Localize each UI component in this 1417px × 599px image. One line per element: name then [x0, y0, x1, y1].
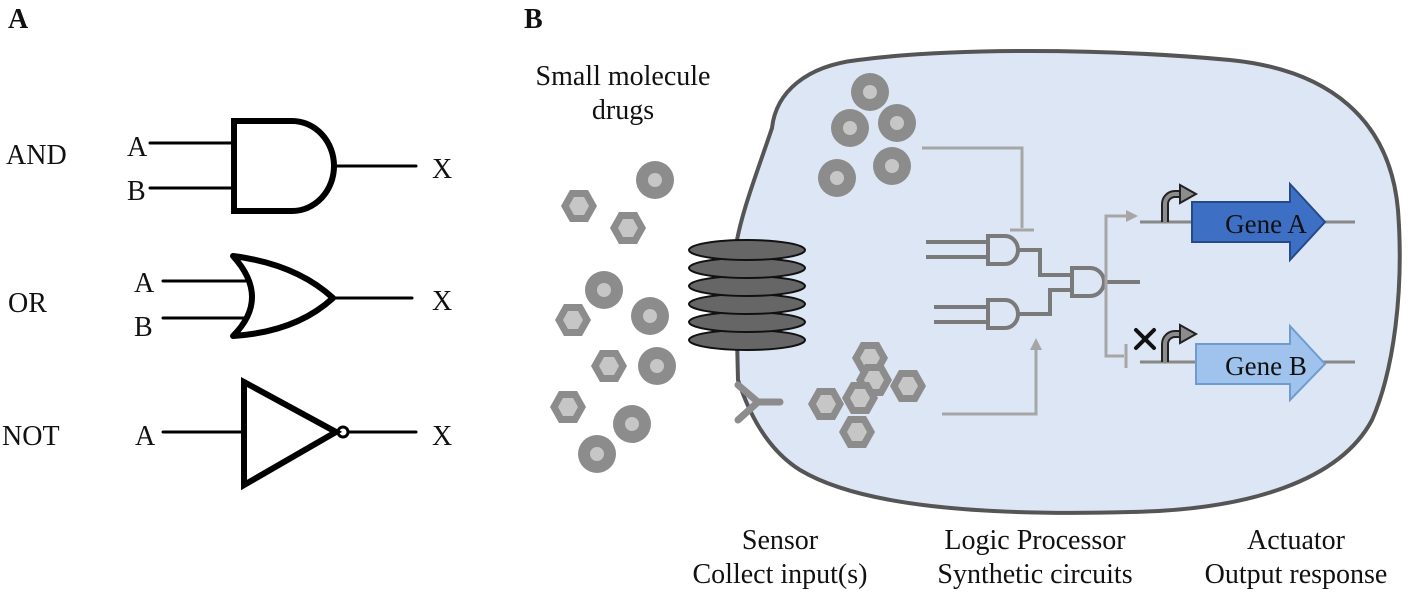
gene-b-construct	[1134, 323, 1355, 403]
and-output-x: X	[432, 154, 453, 185]
or-input-a: A	[134, 268, 155, 299]
membrane-channel	[688, 239, 806, 351]
logic-processor-caption-title: Logic Processor	[944, 525, 1126, 556]
panel-b-label: B	[524, 4, 543, 35]
actuator-caption-subtitle: Output response	[1204, 559, 1388, 590]
output-branches	[1104, 210, 1138, 368]
small-molecule-label-line1: Small molecule	[535, 61, 711, 92]
gene-b-arrow	[1195, 323, 1327, 403]
logic-processor-caption-subtitle: Synthetic circuits	[937, 559, 1133, 590]
gene-b-label: Gene B	[1225, 351, 1307, 381]
and-input-a: A	[127, 132, 148, 163]
logic-circuit	[926, 234, 1140, 330]
not-input-a: A	[135, 421, 156, 452]
repression-x-icon	[1134, 328, 1156, 350]
actuator-caption-title: Actuator	[1247, 525, 1345, 556]
not-output-x: X	[432, 421, 453, 452]
sensor-caption: Sensor Collect input(s)	[660, 524, 900, 592]
actuator-caption: Actuator Output response	[1178, 524, 1414, 592]
not-gate-symbol	[161, 376, 418, 491]
or-gate-symbol	[161, 253, 414, 339]
external-molecules	[550, 161, 676, 473]
logic-processor-caption: Logic Processor Synthetic circuits	[905, 524, 1165, 592]
not-gate-name: NOT	[2, 421, 60, 452]
sensor-caption-title: Sensor	[741, 525, 819, 556]
small-molecule-label-line2: drugs	[591, 95, 655, 126]
receptor	[734, 381, 784, 424]
or-input-b: B	[134, 312, 153, 343]
or-output-x: X	[432, 286, 453, 317]
panel-a-label: A	[8, 4, 29, 35]
and-gate-name: AND	[6, 140, 67, 171]
gene-a-arrow	[1191, 181, 1327, 263]
signal-lines	[922, 146, 1042, 416]
or-gate-name: OR	[8, 288, 47, 319]
gene-a-construct	[1140, 181, 1355, 263]
and-gate-symbol	[148, 118, 418, 214]
gene-a-label: Gene A	[1225, 209, 1307, 239]
sensor-caption-subtitle: Collect input(s)	[692, 559, 868, 590]
small-molecule-label: Small molecule drugs	[508, 60, 738, 128]
and-input-b: B	[127, 176, 146, 207]
